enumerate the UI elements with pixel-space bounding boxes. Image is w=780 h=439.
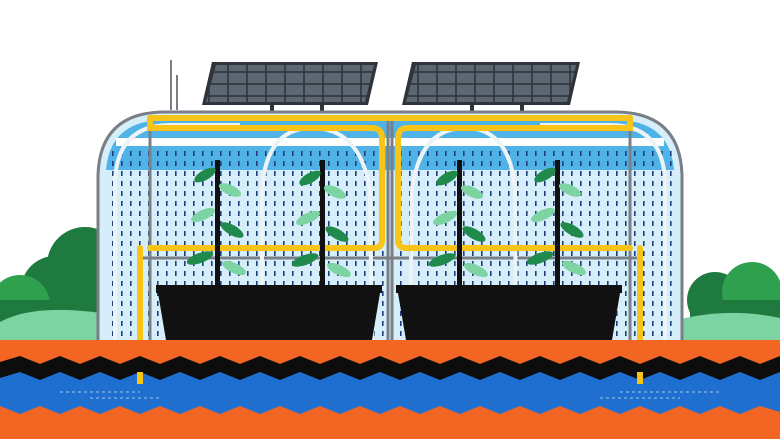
plant-4 xyxy=(526,160,586,285)
plant-2 xyxy=(291,160,351,285)
solar-panel-right xyxy=(402,62,580,115)
solar-panel-left xyxy=(202,62,378,115)
plant-1 xyxy=(186,160,246,285)
planter-right xyxy=(396,285,622,340)
ground-layers xyxy=(0,340,780,439)
antenna-icon xyxy=(170,60,178,110)
plant-3 xyxy=(428,160,488,285)
right-bushes xyxy=(660,262,780,340)
planter-left xyxy=(156,285,382,340)
